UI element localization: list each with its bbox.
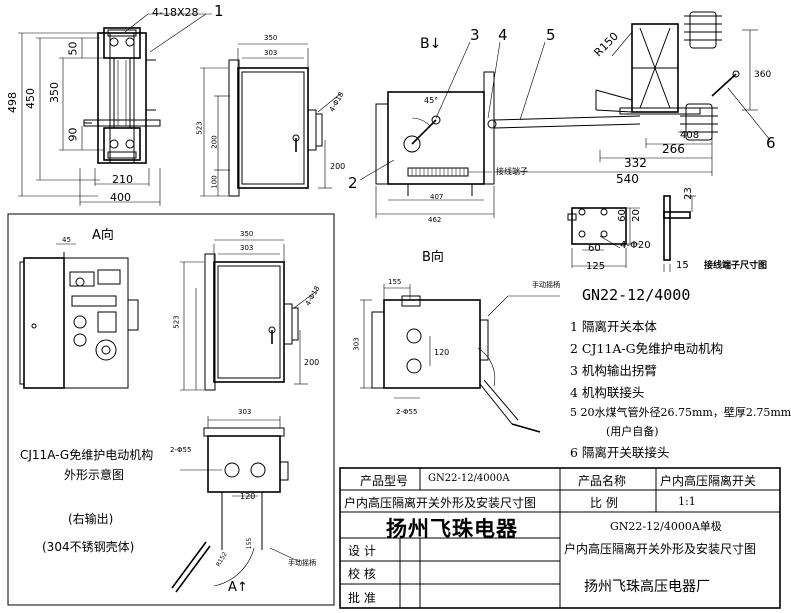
mechanism-side-view [359,41,641,218]
title-scale-label: 比 例 [590,496,618,510]
callout-1: 1 [214,2,224,20]
title-name-label: 产品名称 [578,474,627,488]
dim-w210: 210 [112,173,133,186]
dim-h498: 498 [6,92,19,113]
callout-6: 6 [766,134,776,152]
title-desc-2: 户内高压隔离开关外形及安装尺寸图 [564,542,757,556]
dim-w540: 540 [616,172,639,186]
title-scale-value: 1:1 [678,495,696,508]
dim-w332: 332 [624,156,647,170]
legend-item-3: 3 机构输出拐臂 [570,363,657,378]
title-block [339,467,781,609]
dim-hole55a: 2-Φ55 [396,408,418,416]
inset-front-view [180,239,319,391]
dim-h23: 23 [682,187,694,200]
switch-side-view [493,11,771,176]
title-design: 设 计 [348,544,376,558]
dim-h303a: 303 [352,337,361,351]
view-a-arrow: A↑ [228,580,248,595]
legend-item-5b: (用户自备) [606,425,659,438]
dim-w350a: 350 [264,34,278,42]
legend-item-1: 1 隔离开关本体 [570,319,657,334]
view-b-label: B向 [422,250,444,265]
dim-h523b: 523 [172,315,181,329]
dim-angle45: 45° [424,96,439,105]
annotation-handle-2: 手动摇柄 [288,559,316,567]
inset-bottom-view [171,416,301,593]
dim-h350: 350 [48,82,61,103]
annotation-terminal: 接线端子 [496,167,528,176]
dim-h90: 90 [66,127,80,142]
dim-w155b: 155 [246,537,254,550]
legend-item-2: 2 CJ11A-G免维护电动机构 [570,341,724,356]
callout-5: 5 [546,26,556,44]
dim-w125: 125 [586,261,606,272]
dim-w60a: 60 [616,209,628,222]
dim-w303b: 303 [240,244,254,252]
model-heading: GN22-12/4000 [582,286,691,304]
dim-w408: 408 [680,130,700,141]
inset-caption-3: (右输出) [68,512,114,526]
title-company-full: 扬州飞珠高压电器厂 [584,579,710,595]
inset-side-view [19,243,139,389]
dim-w303c: 303 [238,408,252,416]
dim-w462: 462 [428,216,442,224]
dim-h450: 450 [24,88,37,109]
dim-w15: 15 [676,260,689,271]
title-name-value: 户内高压隔离开关 [660,474,757,488]
inset-caption-1: CJ11A-G免维护电动机构 [20,448,154,462]
title-approve: 批 准 [348,591,376,605]
dim-h200a: 200 [210,135,219,149]
dim-w400: 400 [110,191,131,204]
dim-w60b: 60 [588,243,601,254]
mechanism-box-view-top [200,43,341,197]
view-a-label: A向 [92,228,114,243]
dim-h50: 50 [66,41,80,56]
dim-w350b: 350 [240,230,254,238]
legend-item-5: 5 20水煤气管外径26.75mm，壁厚2.75mm [570,406,791,419]
terminal-size-view [567,195,696,272]
dim-h200b: 200 [304,358,320,367]
title-check: 校 核 [348,567,376,581]
callout-3: 3 [470,26,480,44]
dim-w303a: 303 [264,49,278,57]
annotation-handle-1: 手动摇柄 [532,281,560,289]
title-desc-1: GN22-12/4000A单极 [610,520,722,533]
dim-h100a: 100 [210,175,219,189]
dim-h120a: 120 [434,348,450,357]
callout-2: 2 [348,174,358,192]
dim-hole55b: 2-Φ55 [170,446,192,454]
dim-h523a: 523 [195,121,204,135]
callout-4: 4 [498,26,508,44]
inset-frame [7,213,335,606]
title-model-value: GN22-12/4000A [428,473,510,484]
inset-caption-2: 外形示意图 [64,468,125,482]
dim-w155a: 155 [388,278,402,286]
legend-item-4: 4 机构联接头 [570,385,645,400]
title-company-big: 扬州飞珠电器 [386,516,518,541]
dim-w45: 45 [62,236,71,244]
title-model-label: 产品型号 [360,474,409,488]
inset-caption-4: (304不锈钢壳体) [42,540,135,554]
dim-w266: 266 [662,142,685,156]
dim-h360: 360 [754,70,772,80]
dim-r200a: 200 [330,162,346,171]
annotation-terminal-dims: 接线端子尺寸图 [704,261,768,271]
view-b-arrow: B↓ [420,36,442,52]
dim-w407: 407 [430,193,444,201]
dim-w120b: 120 [240,492,256,501]
switch-front-view [18,13,212,206]
dim-h20: 20 [630,209,642,222]
legend-item-6: 6 隔离开关联接头 [570,445,670,460]
dim-slot: 4-18X28 [152,6,199,19]
mechanism-b-view [360,284,560,433]
title-drawing-title: 户内高压隔离开关外形及安装尺寸图 [344,496,537,510]
dim-hole20: 4-Φ20 [620,240,651,251]
